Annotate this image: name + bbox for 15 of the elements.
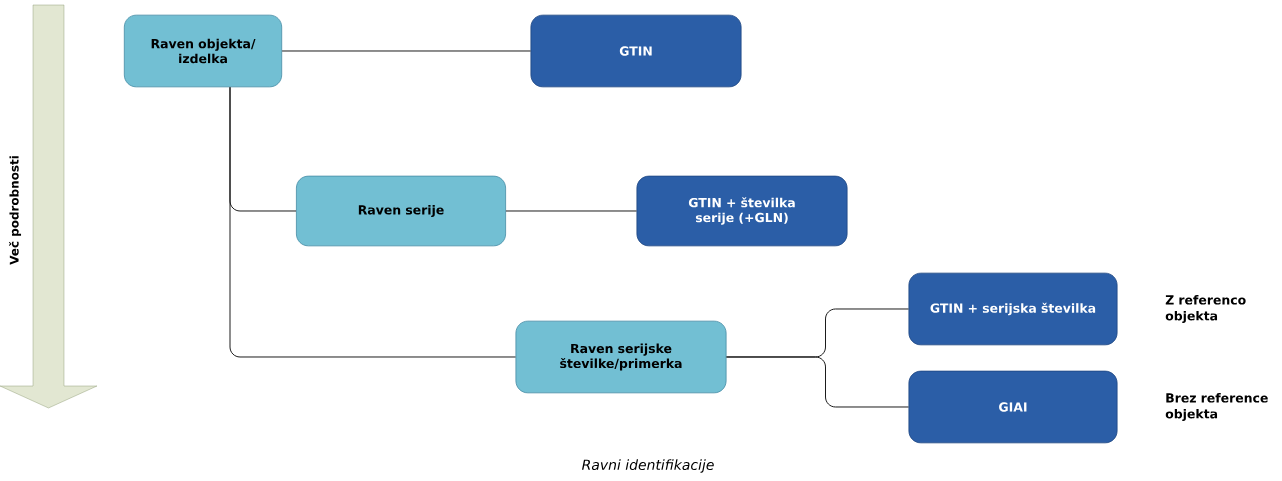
process-box: GIAI bbox=[908, 370, 1118, 444]
connector-line bbox=[726, 356, 909, 408]
connector-line bbox=[229, 86, 516, 358]
process-box: GTIN bbox=[530, 14, 742, 88]
axis-label: Več podrobnosti bbox=[9, 156, 22, 265]
process-box: GTIN + številka serije (+GLN) bbox=[636, 175, 848, 247]
process-box: GTIN + serijska številka bbox=[908, 272, 1118, 346]
side-note: Brez reference objekta bbox=[1165, 392, 1268, 422]
connector-line bbox=[281, 50, 531, 52]
side-note: Z referenco objekta bbox=[1165, 294, 1246, 324]
process-box: Raven objekta/ izdelka bbox=[123, 14, 283, 88]
connector-line bbox=[505, 210, 637, 212]
process-box: Raven serije bbox=[296, 175, 506, 247]
process-box: Raven serijske številke/primerka bbox=[515, 320, 727, 394]
caption: Ravni identifikacije bbox=[582, 459, 714, 473]
